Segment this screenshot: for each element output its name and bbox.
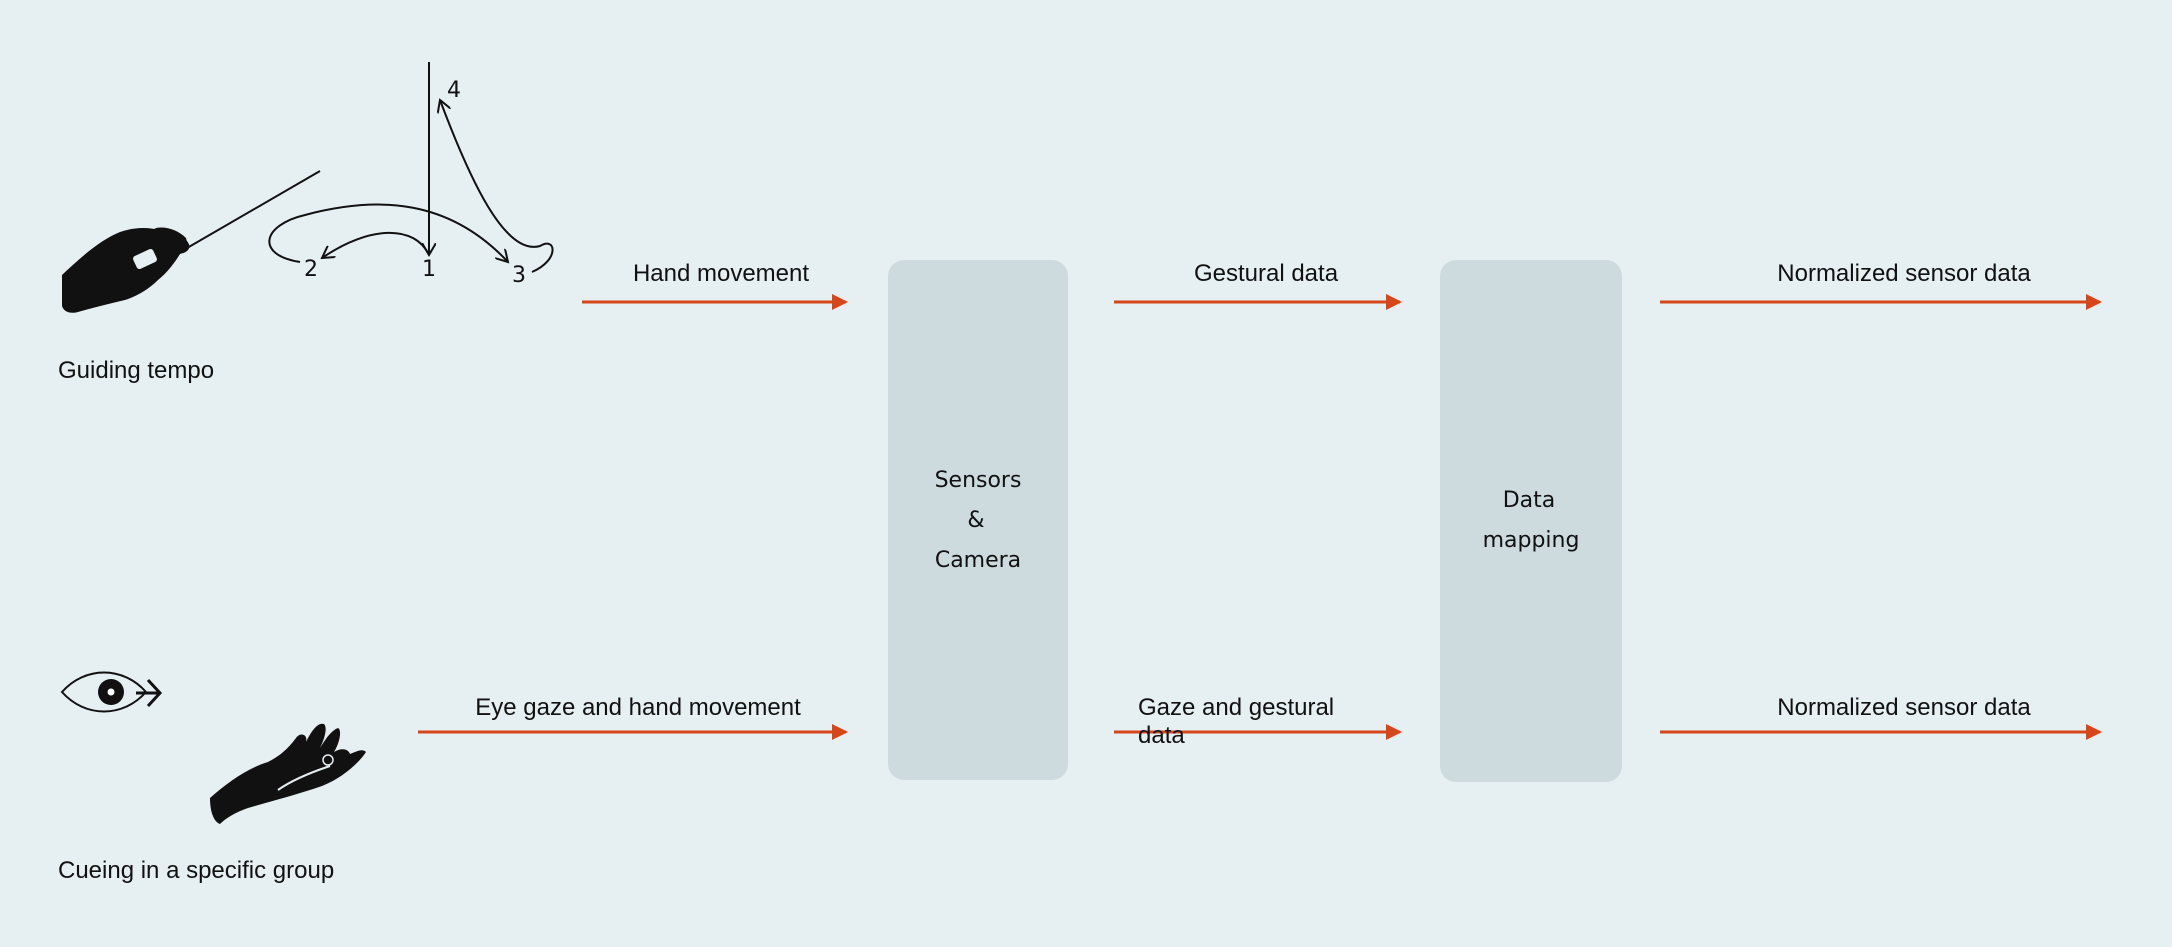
edge-label-gestural-data: Gestural data: [1194, 260, 1339, 287]
open-hand-icon: [210, 723, 366, 824]
edge-label-normalized-top: Normalized sensor data: [1777, 260, 2031, 287]
node-sensors-camera: Sensors & Camera: [888, 260, 1068, 780]
baton-hand-icon: [62, 170, 321, 313]
edge-eye-gaze-hand: Eye gaze and hand movement: [418, 694, 848, 740]
caption-guiding-tempo: Guiding tempo: [58, 357, 214, 384]
edge-label-hand-movement: Hand movement: [633, 260, 809, 287]
edge-normalized-top: Normalized sensor data: [1660, 260, 2102, 310]
node-sensors-line-2: &: [967, 508, 984, 533]
beat-pattern-icon: 1 2 3 4: [268, 62, 554, 288]
eye-icon: [60, 671, 148, 713]
node-mapping-line-1: Data: [1503, 488, 1556, 513]
edge-label-gaze-gestural-line-1: Gaze and gestural: [1138, 694, 1334, 721]
arrow-right-icon: [136, 678, 163, 708]
edge-label-normalized-bottom: Normalized sensor data: [1777, 694, 2031, 721]
node-sensors-line-3: Camera: [935, 548, 1021, 573]
caption-cueing-group: Cueing in a specific group: [58, 857, 334, 884]
node-data-mapping: Data mapping: [1440, 260, 1622, 782]
edge-gaze-gestural-data: Gaze and gestural data: [1114, 694, 1402, 749]
edge-gestural-data: Gestural data: [1114, 260, 1402, 310]
beat-label-2: 2: [304, 257, 318, 282]
node-mapping-line-2: mapping: [1483, 528, 1580, 553]
beat-label-4: 4: [447, 78, 461, 103]
edge-hand-movement: Hand movement: [582, 260, 848, 310]
edge-normalized-bottom: Normalized sensor data: [1660, 694, 2102, 740]
edge-label-eye-gaze-hand: Eye gaze and hand movement: [475, 694, 801, 721]
edge-label-gaze-gestural-line-2: data: [1138, 722, 1185, 749]
beat-label-1: 1: [422, 257, 436, 282]
node-sensors-line-1: Sensors: [935, 468, 1022, 493]
beat-label-3: 3: [512, 263, 526, 288]
